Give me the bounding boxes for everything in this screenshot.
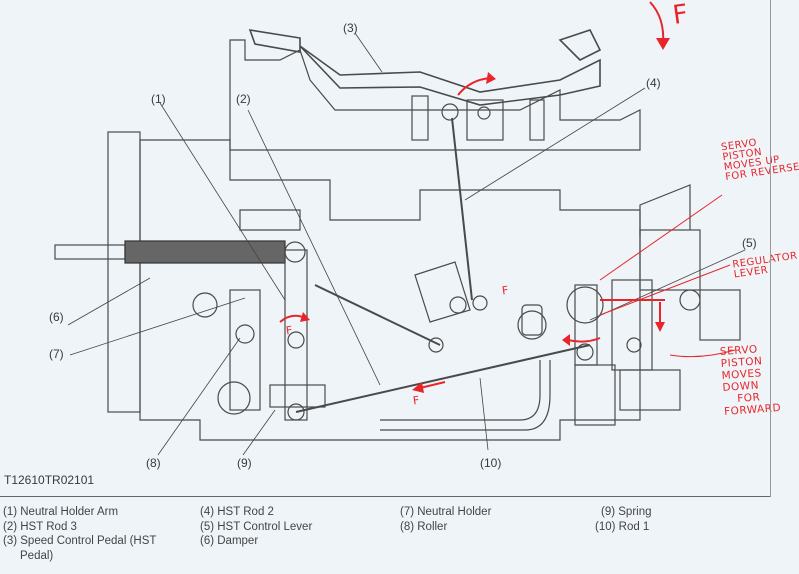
leader-4 [464, 87, 646, 201]
legend-item: (7) Neutral Holder [400, 506, 492, 518]
servo-down-head [655, 322, 665, 332]
legend-col-3: (7) Neutral Holder (8) Roller [400, 505, 491, 534]
callout-8: (8) [146, 456, 161, 470]
hst-rod-3 [314, 284, 441, 346]
leader-1 [159, 102, 286, 301]
legend-item: (3) Speed Control Pedal (HST [3, 535, 157, 547]
small-f-mark: F [412, 393, 421, 408]
roller-8 [235, 324, 255, 344]
lever-lower-pivot [576, 343, 594, 361]
forward-arrow-curve [649, 1, 665, 45]
stop-ring [517, 310, 547, 340]
speed-control-pedal [248, 28, 601, 106]
pivot-block [466, 99, 504, 141]
right-eye [679, 289, 701, 311]
callout-1: (1) [151, 92, 166, 106]
forward-arrow-head [656, 38, 670, 50]
callout-3: (3) [343, 21, 358, 35]
callout-5: (5) [742, 236, 757, 250]
leader-7 [69, 297, 246, 356]
leader-5 [589, 249, 746, 321]
hst-linkage-diagram [54, 1, 746, 456]
callout-6: (6) [49, 310, 64, 324]
callout-2: (2) [236, 92, 251, 106]
lever-arrow-head [562, 334, 570, 346]
rod-1 [295, 344, 591, 413]
right-block [639, 229, 701, 291]
rod1-forward-arrow [419, 381, 446, 389]
nut [449, 296, 467, 314]
pedal-right [558, 29, 602, 61]
damper-end [284, 241, 306, 263]
damper-spring [124, 240, 286, 264]
rod1-arrow-head [412, 382, 424, 393]
right-box [619, 369, 681, 411]
hst-control-lever [574, 284, 598, 366]
divider [0, 496, 770, 497]
legend-item: (2) HST Rod 3 [3, 520, 77, 533]
legend-item: (8) Roller [400, 520, 448, 533]
small-f-mark: F [285, 323, 294, 338]
pipe-inner [380, 360, 551, 431]
servo-block [611, 279, 653, 371]
pedal-rotation-arrow [457, 77, 491, 96]
transmission-case [139, 139, 641, 441]
figure-id: T12610TR02101 [4, 473, 95, 487]
lever-rotation-arrow [567, 337, 601, 343]
callout-10: (10) [480, 456, 502, 470]
nut [472, 295, 488, 311]
lever-block [414, 261, 471, 323]
pivot [477, 106, 491, 120]
nut [428, 337, 444, 353]
legend-item: (6) Damper [200, 535, 259, 547]
bolt [529, 99, 545, 141]
note-pointer-top [599, 194, 723, 281]
legend-col-2: (4) HST Rod 2 (5) HST Control Lever (6) … [200, 505, 312, 549]
leader-10 [479, 377, 489, 451]
damper-ring [217, 381, 251, 415]
note-servo-forward: SERVO PISTON MOVES DOWN FOR FORWARD [720, 342, 782, 417]
leader-3 [354, 32, 383, 73]
hst-rod-2 [451, 117, 473, 301]
frame-edge [770, 0, 771, 497]
small-f-mark: F [501, 283, 510, 298]
legend-item: (1) Neutral Holder Arm [3, 506, 119, 518]
pedal-arrow-head [486, 72, 496, 84]
leader-2 [247, 109, 381, 386]
holder-hole [192, 292, 218, 318]
callout-7: (7) [49, 347, 64, 361]
stop-bolt [521, 304, 543, 336]
spring-9 [269, 384, 326, 408]
damper-shaft [54, 244, 126, 260]
leader-9 [242, 409, 276, 456]
legend-item: Pedal) [20, 549, 54, 562]
right-plate [699, 289, 741, 341]
callout-4: (4) [646, 76, 661, 90]
neutral-holder [229, 289, 261, 411]
pivot-eye [441, 103, 459, 121]
left-housing [107, 131, 141, 413]
legend-item: (10) Rod 1 [595, 520, 650, 533]
servo-bolt [626, 337, 642, 353]
note-pointer-bottom [669, 349, 736, 358]
pedal-bracket [229, 39, 641, 151]
legend-item: (9) Spring [601, 506, 652, 518]
control-lever-hub [566, 286, 604, 324]
leader-8 [157, 337, 241, 456]
servo-pipe [639, 184, 691, 235]
leader-6 [67, 277, 151, 326]
callout-9: (9) [237, 456, 252, 470]
arm-arrow-head [300, 312, 310, 322]
legend-item: (4) HST Rod 2 [200, 506, 274, 518]
bolt [411, 95, 429, 141]
legend-col-4: (9) Spring (10) Rod 1 [595, 505, 652, 534]
legend-col-1: (1) Neutral Holder Arm (2) HST Rod 3 (3)… [3, 505, 156, 563]
arm-pivot [287, 331, 305, 349]
arm-lower-pivot [287, 403, 305, 421]
legend-item: (5) HST Control Lever [200, 520, 313, 533]
boot [239, 209, 301, 231]
lower-block [574, 364, 616, 426]
pipe [380, 360, 541, 421]
note-pointer-mid [599, 264, 731, 316]
